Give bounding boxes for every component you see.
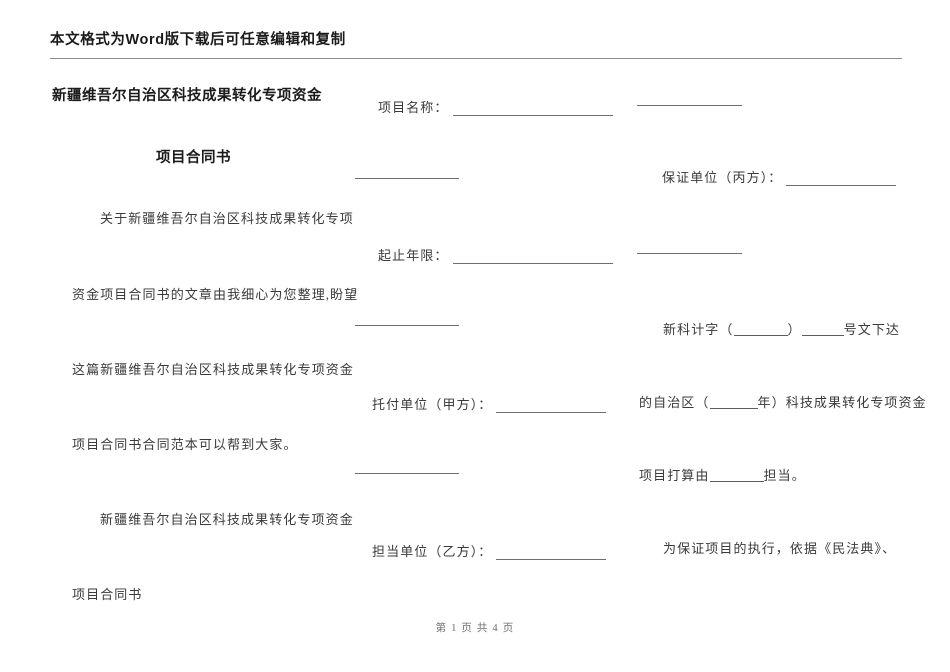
decree-number-line: 新科计字（ ） 号文下达 (663, 322, 900, 338)
region-year-mid: 年）科技成果转化专项资金 (757, 395, 927, 410)
project-plan-line: 项目打算由 担当。 (639, 468, 806, 484)
field-client-party-a[interactable]: 托付单位（甲方）： (372, 394, 607, 413)
field-client-party-a-label: 托付单位（甲方）： (372, 397, 493, 412)
decree-number-mid: ） (787, 322, 802, 337)
project-plan-blank[interactable] (709, 469, 764, 482)
field-undertaker-party-b[interactable]: 担当单位（乙方）： (372, 541, 607, 560)
region-year-prefix: 的自治区（ (639, 395, 710, 410)
project-plan-prefix: 项目打算由 (639, 468, 710, 483)
field-term-label: 起止年限： (378, 248, 449, 263)
middle-rule-2[interactable] (355, 325, 459, 326)
field-project-name-input[interactable] (452, 102, 613, 116)
document-header-banner: 本文格式为Word版下载后可任意编辑和复制 (50, 28, 902, 59)
intro-paragraph-3: 这篇新疆维吾尔自治区科技成果转化专项资金 (72, 362, 355, 377)
field-project-name-label: 项目名称： (378, 100, 449, 115)
field-undertaker-party-b-label: 担当单位（乙方）： (372, 544, 493, 559)
field-project-name[interactable]: 项目名称： (378, 97, 613, 116)
field-term-input[interactable] (452, 250, 613, 264)
field-guarantor-party-c[interactable]: 保证单位（丙方）： (662, 167, 897, 186)
decree-number-blank-2[interactable] (801, 323, 844, 336)
project-plan-mid: 担当。 (763, 468, 806, 483)
decree-number-prefix: 新科计字（ (663, 322, 734, 337)
intro-paragraph-5: 新疆维吾尔自治区科技成果转化专项资金 (100, 512, 354, 527)
middle-rule-3[interactable] (355, 473, 459, 474)
intro-paragraph-1: 关于新疆维吾尔自治区科技成果转化专项 (100, 211, 354, 226)
legal-basis-line: 为保证项目的执行，依据《民法典》、 (663, 541, 897, 556)
right-rule-1[interactable] (637, 105, 742, 106)
field-term[interactable]: 起止年限： (378, 245, 613, 264)
intro-paragraph-4: 项目合同书合同范本可以帮到大家。 (72, 437, 298, 452)
page-footer: 第 1 页 共 4 页 (435, 623, 515, 634)
document-title: 新疆维吾尔自治区科技成果转化专项资金 (52, 88, 322, 104)
field-guarantor-party-c-input[interactable] (786, 172, 897, 186)
field-guarantor-party-c-label: 保证单位（丙方）： (662, 170, 783, 185)
region-year-blank[interactable] (709, 396, 758, 409)
decree-number-blank-1[interactable] (733, 323, 788, 336)
middle-rule-1[interactable] (355, 178, 459, 179)
document-subtitle: 项目合同书 (156, 150, 231, 166)
field-undertaker-party-b-input[interactable] (496, 546, 607, 560)
intro-paragraph-6: 项目合同书 (72, 587, 143, 602)
intro-paragraph-2: 资金项目合同书的文章由我细心为您整理,盼望 (72, 287, 359, 302)
field-client-party-a-input[interactable] (496, 399, 607, 413)
decree-number-suffix: 号文下达 (843, 322, 901, 337)
region-year-line: 的自治区（ 年）科技成果转化专项资金 (639, 395, 927, 411)
right-rule-2[interactable] (637, 253, 742, 254)
